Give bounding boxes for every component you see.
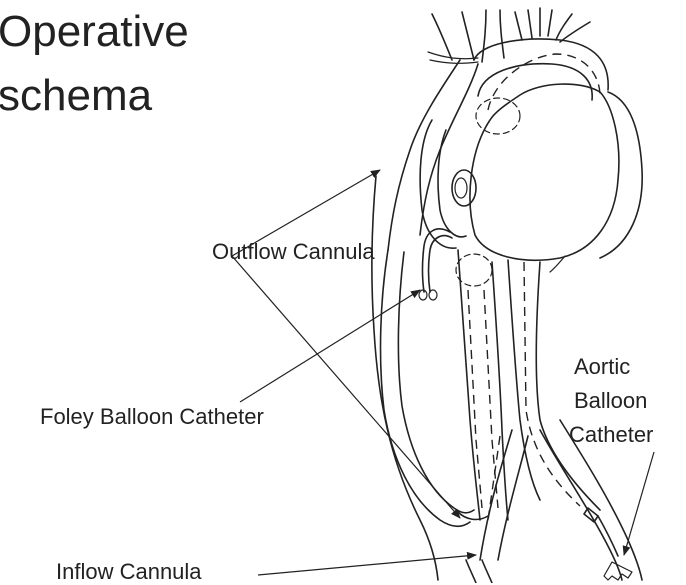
outflow-cannula-label: Outflow Cannula bbox=[212, 239, 375, 265]
aortic-label-line-3: Catheter bbox=[569, 422, 653, 448]
foley-balloon-catheter-label: Foley Balloon Catheter bbox=[40, 404, 264, 430]
foley-arrow bbox=[240, 290, 420, 402]
outflow-arrow-2 bbox=[232, 256, 460, 518]
vena-cava bbox=[388, 60, 478, 250]
inflow-cannula-label: Inflow Cannula bbox=[56, 559, 202, 585]
heart bbox=[470, 84, 642, 272]
great-vessels bbox=[428, 8, 590, 63]
aortic-arrow bbox=[624, 452, 654, 555]
aortic-label-line-1: Aortic bbox=[574, 354, 630, 380]
foley-catheter bbox=[419, 229, 492, 300]
aortic-label-line-2: Balloon bbox=[574, 388, 647, 414]
inflow-arrow bbox=[258, 555, 476, 575]
